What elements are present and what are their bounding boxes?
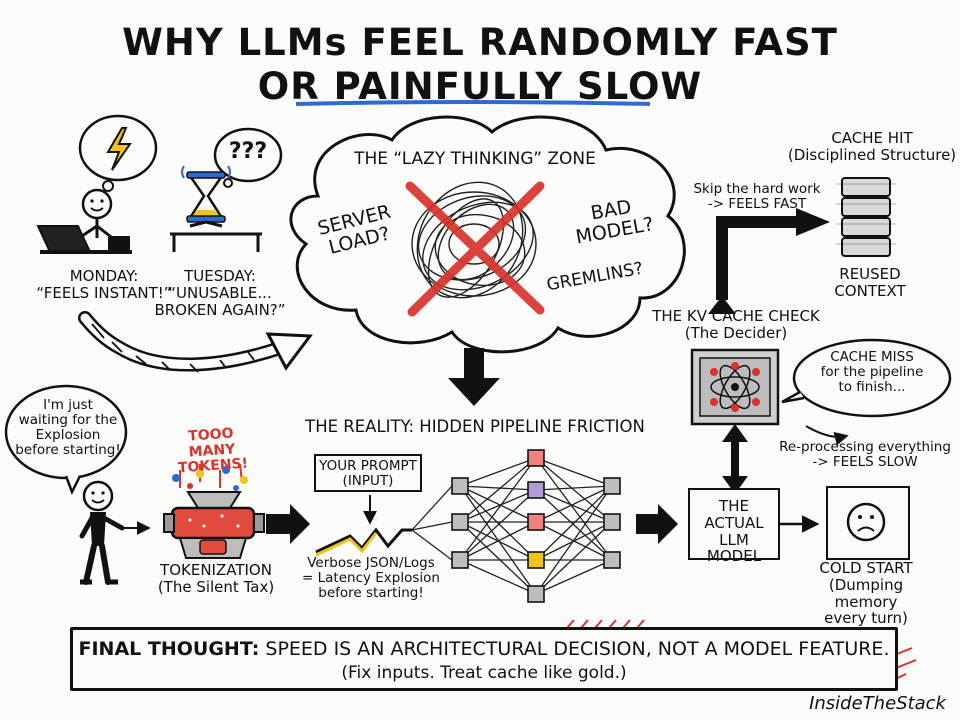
final-thought-body: SPEED IS AN ARCHITECTURAL DECISION, NOT … bbox=[259, 638, 890, 660]
nn-node bbox=[527, 585, 545, 603]
twisted-arrow bbox=[78, 311, 313, 373]
nn-edge bbox=[411, 521, 453, 531]
title-underline bbox=[295, 100, 651, 106]
nn-edge bbox=[459, 521, 537, 561]
nn-edge bbox=[411, 485, 453, 531]
nn-node bbox=[451, 477, 469, 495]
nn-edge bbox=[459, 485, 537, 523]
latency-zigzag bbox=[315, 527, 412, 554]
nn-node bbox=[451, 513, 469, 531]
nn-edge bbox=[535, 457, 613, 561]
scribble-tangle bbox=[411, 181, 537, 299]
nn-edge bbox=[459, 521, 537, 595]
monday-figure bbox=[36, 114, 158, 254]
reprocess-note: Re-processing everything -> FEELS SLOW bbox=[779, 439, 951, 471]
nn-node bbox=[603, 513, 621, 531]
nn-edge bbox=[535, 457, 613, 487]
cloud-title: THE “LAZY THINKING” ZONE bbox=[354, 149, 596, 169]
nn-node bbox=[527, 481, 545, 499]
laptop bbox=[36, 225, 92, 253]
nn-edge bbox=[459, 485, 537, 491]
nn-node bbox=[603, 551, 621, 569]
nn-edge bbox=[459, 485, 537, 561]
title-line-2: OR PAINFULLY SLOW bbox=[257, 65, 703, 108]
nn-node bbox=[603, 477, 621, 495]
reality-title: THE REALITY: HIDDEN PIPELINE FRICTION bbox=[305, 417, 645, 436]
nn-node bbox=[451, 551, 469, 569]
monday-head bbox=[81, 188, 113, 220]
kv-check-title: THE KV CACHE CHECK (The Decider) bbox=[652, 307, 820, 342]
nn-edge bbox=[535, 521, 613, 595]
prompt-box: YOUR PROMPT (INPUT) bbox=[314, 454, 422, 492]
tokenization-label: TOKENIZATION (The Silent Tax) bbox=[157, 561, 275, 596]
tokenizer-grinder-icon bbox=[163, 463, 265, 559]
nn-edge bbox=[459, 457, 537, 523]
tuesday-bubble-text: ??? bbox=[228, 139, 268, 164]
tuesday-label: TUESDAY: “UNUSABLE... BROKEN AGAIN?” bbox=[154, 267, 286, 319]
cold-start-label: COLD START (Dumping memory every turn) bbox=[819, 559, 913, 628]
llm-model-box: THE ACTUAL LLM MODEL bbox=[688, 488, 780, 565]
final-thought-line: FINAL THOUGHT: SPEED IS AN ARCHITECTURAL… bbox=[73, 638, 895, 660]
too-many-tokens-text: TOOO MANY TOKENS! bbox=[177, 425, 249, 477]
hourglass-icon bbox=[186, 171, 226, 223]
final-thought-head: FINAL THOUGHT: bbox=[78, 638, 260, 660]
nn-edge bbox=[459, 559, 537, 595]
user-figure bbox=[4, 384, 151, 585]
verbose-note: Verbose JSON/Logs = Latency Explosion be… bbox=[302, 555, 440, 602]
nn-edge bbox=[459, 457, 537, 487]
final-thought-box: FINAL THOUGHT: SPEED IS AN ARCHITECTURAL… bbox=[70, 627, 898, 691]
cloud-down-arrow bbox=[448, 348, 500, 406]
signature: InsideTheStack bbox=[809, 692, 946, 714]
title-line-1: WHY LLMs FEEL RANDOMLY FAST bbox=[122, 21, 838, 64]
nn-edge bbox=[535, 485, 613, 561]
nn-edge bbox=[535, 485, 613, 595]
reprocess-arrow bbox=[805, 425, 849, 446]
nn-node bbox=[527, 551, 545, 569]
cache-miss-bubble bbox=[781, 338, 952, 418]
cache-stack-icon bbox=[836, 177, 896, 257]
nn-edge bbox=[459, 489, 537, 523]
cache-miss-text: CACHE MISS for the pipeline to finish... bbox=[820, 349, 924, 396]
nn-edge bbox=[535, 485, 613, 523]
tuesday-thought-bubble bbox=[213, 127, 283, 183]
user-bubble-text: I'm just waiting for the Explosion befor… bbox=[15, 397, 121, 459]
kv-cache-chip bbox=[690, 348, 780, 426]
final-thought-sub: (Fix inputs. Treat cache like gold.) bbox=[341, 663, 627, 683]
nn-edge bbox=[535, 559, 613, 595]
monday-label: MONDAY: “FEELS INSTANT!” bbox=[36, 267, 172, 302]
cache-hit-title: CACHE HIT (Disciplined Structure) bbox=[787, 129, 957, 164]
nn-node bbox=[527, 449, 545, 467]
cold-start-frame bbox=[826, 486, 910, 560]
nn-edge bbox=[535, 489, 613, 561]
nn-node bbox=[527, 513, 545, 531]
cache-hit-arrow bbox=[716, 216, 800, 300]
nn-edge bbox=[411, 529, 453, 561]
nn-edge bbox=[459, 489, 537, 561]
reused-context-label: REUSED CONTEXT bbox=[834, 265, 906, 300]
nn-edge bbox=[459, 485, 537, 595]
nn-edge bbox=[535, 489, 613, 523]
nn-to-model-arrow bbox=[636, 504, 678, 544]
nn-edge bbox=[535, 457, 613, 523]
neural-network bbox=[411, 449, 621, 603]
tokenizer-arrow bbox=[266, 504, 310, 544]
skip-note: Skip the hard work -> FEELS FAST bbox=[693, 181, 821, 213]
sad-face-icon bbox=[846, 502, 886, 542]
nn-edge bbox=[535, 485, 613, 491]
tuesday-figure bbox=[170, 127, 283, 252]
red-x-mark bbox=[405, 181, 545, 317]
lightning-icon bbox=[106, 127, 132, 171]
nn-edge bbox=[459, 457, 537, 561]
